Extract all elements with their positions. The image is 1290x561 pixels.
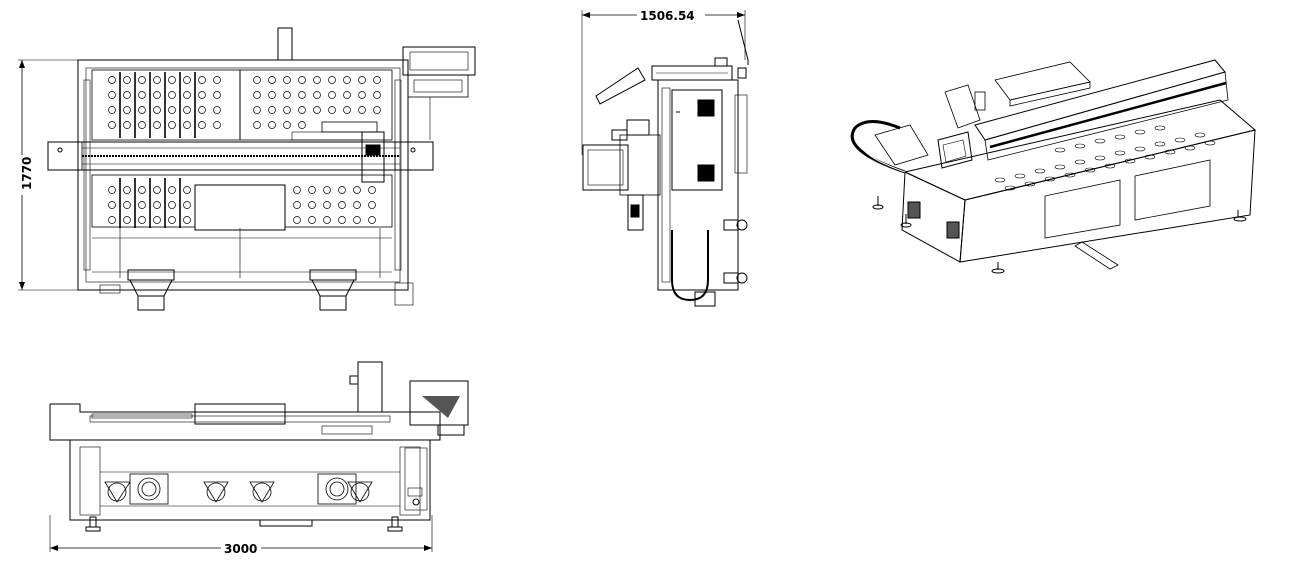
hoppers xyxy=(127,269,357,311)
dim-label-1506: 1506.54 xyxy=(640,9,695,23)
operator-console xyxy=(582,144,629,191)
exhaust-pipe xyxy=(277,27,293,61)
iso-suction-holes xyxy=(994,125,1216,191)
dim-label-1770: 1770 xyxy=(20,157,34,190)
lower-frame xyxy=(69,439,431,521)
electrical-cabinet xyxy=(671,89,723,191)
table-frame xyxy=(77,59,409,291)
iso-table-top xyxy=(903,99,1257,201)
fan-units xyxy=(104,473,373,505)
hold-down-bars xyxy=(119,72,196,228)
control-panel xyxy=(402,46,476,76)
dim-label-3000: 3000 xyxy=(224,542,257,556)
exhaust-stack xyxy=(357,361,383,413)
suction-holes xyxy=(108,76,381,224)
iso-side-panel xyxy=(901,171,966,263)
isometric-view xyxy=(850,59,1257,274)
iso-feet xyxy=(872,196,1247,274)
iso-gantry xyxy=(974,59,1226,141)
suction-zone-upper xyxy=(91,69,393,141)
top-view: 1770 xyxy=(16,27,476,311)
front-view: 3000 xyxy=(49,361,469,556)
side-view: 1506.54 xyxy=(581,7,749,307)
iso-monitor xyxy=(937,131,973,169)
